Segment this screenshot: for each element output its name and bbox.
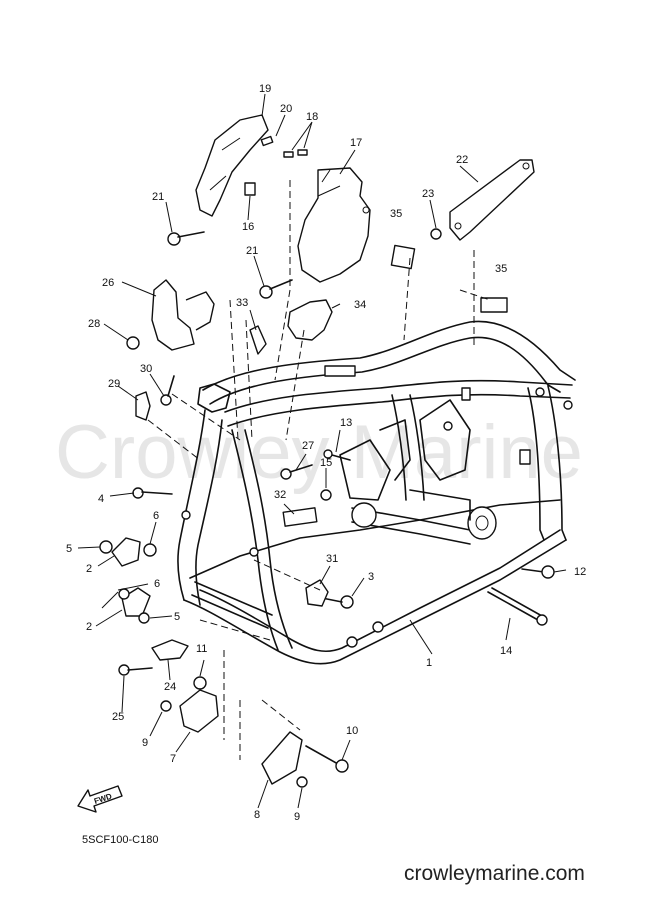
bracket-24 bbox=[151, 639, 189, 661]
callout-17: 17 bbox=[350, 137, 362, 149]
callout-31: 31 bbox=[326, 553, 338, 565]
callout-19: 19 bbox=[259, 83, 271, 95]
cap-20 bbox=[260, 135, 274, 147]
bolt-6-lower bbox=[118, 588, 130, 600]
callout-8: 8 bbox=[254, 809, 260, 821]
callout-33: 33 bbox=[236, 297, 248, 309]
callout-18: 18 bbox=[306, 111, 318, 123]
callout-34: 34 bbox=[354, 299, 366, 311]
label-35-upper bbox=[390, 244, 416, 270]
callout-10: 10 bbox=[346, 725, 358, 737]
washer-15 bbox=[320, 489, 332, 501]
label-32 bbox=[282, 507, 318, 527]
bolt-27 bbox=[280, 464, 313, 480]
callout-14: 14 bbox=[500, 645, 512, 657]
diagram-code: 5SCF100-C180 bbox=[82, 834, 158, 846]
shaft-14 bbox=[487, 587, 548, 626]
callout-1: 1 bbox=[426, 657, 432, 669]
bracket-29 bbox=[135, 391, 151, 421]
callout-2: 2 bbox=[86, 621, 92, 633]
callout-7: 7 bbox=[170, 753, 176, 765]
callout-11: 11 bbox=[196, 643, 207, 655]
bolt-9-lower bbox=[296, 776, 308, 788]
callout-28: 28 bbox=[88, 318, 100, 330]
callout-35: 35 bbox=[390, 208, 402, 220]
bolt-10 bbox=[305, 745, 349, 773]
washer-5-lower bbox=[138, 612, 150, 624]
callout-9: 9 bbox=[294, 811, 300, 823]
stay-22 bbox=[449, 159, 535, 241]
bolt-21-lower bbox=[259, 279, 293, 299]
bolt-6-upper bbox=[143, 543, 157, 557]
bolt-12 bbox=[521, 565, 555, 579]
callout-2: 2 bbox=[86, 563, 92, 575]
clips-18 bbox=[283, 149, 308, 158]
bracket-31 bbox=[305, 579, 329, 607]
callout-29: 29 bbox=[108, 378, 120, 390]
label-35-right bbox=[480, 297, 508, 313]
callout-21: 21 bbox=[152, 191, 164, 203]
clip-16 bbox=[244, 182, 256, 196]
washer-11 bbox=[193, 676, 207, 690]
callout-20: 20 bbox=[280, 103, 292, 115]
callout-15: 15 bbox=[320, 457, 332, 469]
callout-26: 26 bbox=[102, 277, 114, 289]
callout-24: 24 bbox=[164, 681, 176, 693]
upper-bracket-19 bbox=[195, 114, 269, 217]
bolt-30 bbox=[160, 375, 175, 406]
watermark: Crowley Marine bbox=[55, 410, 583, 495]
callout-25: 25 bbox=[112, 711, 124, 723]
callout-35: 35 bbox=[495, 263, 507, 275]
callout-5: 5 bbox=[66, 543, 72, 555]
nut-23 bbox=[430, 228, 442, 240]
bracket-34 bbox=[287, 299, 333, 341]
plate-2-upper bbox=[111, 537, 141, 567]
plate-8 bbox=[261, 731, 303, 785]
callout-22: 22 bbox=[456, 154, 468, 166]
callout-12: 12 bbox=[574, 566, 586, 578]
clip-33 bbox=[249, 325, 267, 355]
callout-27: 27 bbox=[302, 440, 314, 452]
callout-21: 21 bbox=[246, 245, 258, 257]
callout-23: 23 bbox=[422, 188, 434, 200]
main-frame bbox=[177, 320, 576, 665]
callout-30: 30 bbox=[140, 363, 152, 375]
bolt-13 bbox=[323, 449, 351, 461]
callout-4: 4 bbox=[98, 493, 104, 505]
callout-6: 6 bbox=[154, 578, 160, 590]
bolt-21-upper bbox=[167, 231, 205, 246]
leader-lines bbox=[77, 93, 567, 809]
cover-17 bbox=[297, 167, 371, 283]
callout-13: 13 bbox=[340, 417, 352, 429]
bolt-25 bbox=[118, 664, 153, 676]
callout-5: 5 bbox=[174, 611, 180, 623]
callout-16: 16 bbox=[242, 221, 254, 233]
callout-9: 9 bbox=[142, 737, 148, 749]
callout-labels: 1 2 2 3 4 5 5 6 6 7 8 9 9 10 11 12 13 14… bbox=[66, 83, 586, 823]
nut-28 bbox=[126, 336, 140, 350]
bolt-9-upper bbox=[160, 700, 172, 712]
plate-7 bbox=[179, 689, 219, 733]
callout-6: 6 bbox=[153, 510, 159, 522]
washer-5-upper bbox=[99, 540, 113, 554]
fwd-arrow-icon: FWD bbox=[77, 785, 123, 813]
bracket-26 bbox=[151, 279, 215, 351]
bolt-3 bbox=[321, 595, 354, 609]
callout-32: 32 bbox=[274, 489, 286, 501]
callout-3: 3 bbox=[368, 571, 374, 583]
website-label: crowleymarine.com bbox=[404, 862, 585, 885]
